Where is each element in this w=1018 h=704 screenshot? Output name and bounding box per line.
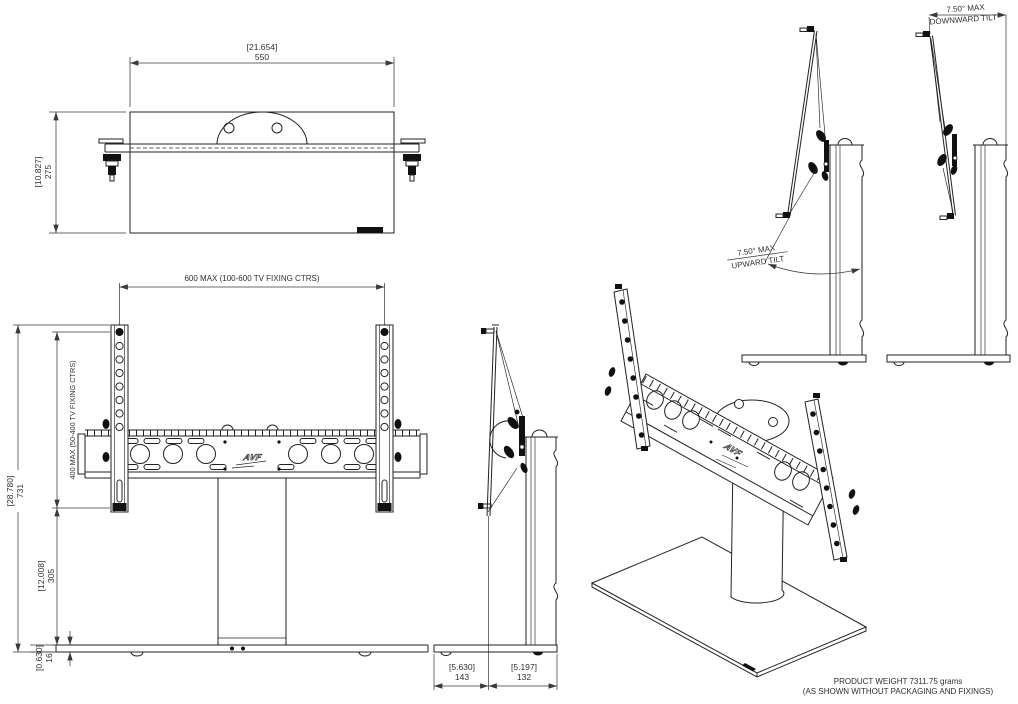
footer-note: PRODUCT WEIGHT 7311.75 grams (AS SHOWN W… <box>803 677 994 696</box>
upward-base <box>741 354 867 366</box>
crossbar: AVF <box>77 424 428 479</box>
overall-height-mm: 731 <box>15 484 25 498</box>
isometric-view: AVF <box>590 284 868 678</box>
top-depth-inches: [10.827] <box>33 157 43 188</box>
top-depth-mm: 275 <box>43 165 53 179</box>
top-view: [21.654] 550 [10.827] 275 <box>33 42 426 234</box>
fixing-height-dim: 400 MAX (50-400 TV FIXING CTRS) <box>68 360 77 479</box>
product-weight-text: PRODUCT WEIGHT 7311.75 grams <box>834 677 962 686</box>
base-rear-depth-inches: [5.197] <box>511 662 537 672</box>
pedestal-column <box>217 478 287 645</box>
base-label-plate <box>357 227 383 233</box>
side-base <box>433 644 558 656</box>
column-height-mm: 305 <box>46 569 56 583</box>
front-view: 600 MAX (100-600 TV FIXING CTRS) [28.780… <box>5 274 429 671</box>
top-width-inches: [21.654] <box>247 42 278 52</box>
product-weight-note: (AS SHOWN WITHOUT PACKAGING AND FIXINGS) <box>803 687 994 696</box>
downward-tilt-callout: 7.50° MAX DOWNWARD TILT <box>929 3 997 27</box>
right-tv-rail <box>375 324 402 513</box>
downward-column <box>973 138 1009 355</box>
iso-left-rail <box>604 284 651 451</box>
tilt-mechanism <box>489 409 528 474</box>
column-height-inches: [12.008] <box>36 561 46 592</box>
upward-tilt-callout: 7.50° MAX UPWARD TILT <box>727 243 788 271</box>
base-front-depth-mm: 143 <box>455 672 469 682</box>
side-bracket-plate <box>478 324 499 690</box>
crossbar-slots <box>121 438 383 470</box>
tilted-plate-down <box>915 31 956 220</box>
side-column <box>524 429 559 645</box>
tilted-plate-up <box>775 26 818 218</box>
base-thickness-inches: [0.630] <box>34 645 44 671</box>
glass-base-outline <box>129 111 395 234</box>
left-clamp-knob <box>98 138 124 182</box>
column-dome-top <box>216 111 308 145</box>
downward-base <box>886 354 1011 366</box>
side-view: [5.630] 143 [5.197] 132 <box>433 324 559 690</box>
right-clamp-knob <box>400 138 426 182</box>
downward-tilt-angle: 7.50° MAX <box>946 3 986 15</box>
downward-mechanism <box>937 124 958 175</box>
upward-mechanism <box>808 130 829 181</box>
iso-crossbar: AVF <box>620 373 834 526</box>
glass-base-front <box>55 644 429 657</box>
base-rear-depth-mm: 132 <box>517 672 531 682</box>
overall-height-inches: [28.780] <box>5 476 15 507</box>
iso-base <box>590 536 868 678</box>
base-front-depth-inches: [5.630] <box>449 662 475 672</box>
iso-right-rail <box>804 393 860 562</box>
fixing-width-dim: 600 MAX (100-600 TV FIXING CTRS) <box>184 274 319 283</box>
tilt-view-upward: 7.50° MAX UPWARD TILT <box>727 26 867 366</box>
base-thickness-mm: 16 <box>44 653 54 663</box>
upward-column <box>828 138 865 355</box>
avf-logo-front: AVF <box>242 452 264 462</box>
top-width-mm: 550 <box>255 52 269 62</box>
tilt-view-downward: 7.50° MAX DOWNWARD TILT <box>886 3 1011 366</box>
left-tv-rail <box>102 324 129 513</box>
